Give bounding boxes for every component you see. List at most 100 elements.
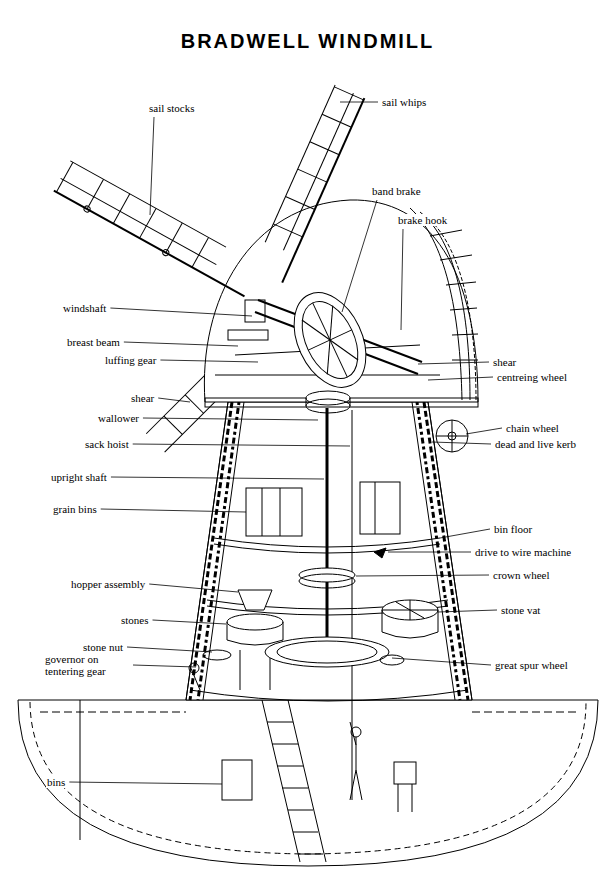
cap	[410, 208, 462, 400]
tower	[424, 402, 468, 700]
leader-line	[111, 477, 324, 479]
great-spur-wheel	[265, 637, 389, 667]
ground-floor	[298, 854, 323, 855]
part-label: bins	[46, 776, 66, 788]
title: BRADWELL WINDMILL	[0, 30, 615, 53]
leader-line	[133, 444, 350, 446]
sail-left	[56, 162, 72, 192]
great-spur-wheel	[277, 641, 377, 663]
lower-sail	[185, 395, 203, 413]
bin-floor	[246, 488, 302, 536]
cap	[452, 360, 478, 361]
great-spur-wheel	[189, 663, 199, 673]
leader-line	[342, 200, 377, 312]
bin-floor	[214, 482, 440, 558]
ground-floor	[80, 700, 81, 840]
basement	[18, 700, 598, 866]
basement	[472, 712, 580, 713]
leader-line	[69, 782, 222, 784]
leader-line	[160, 360, 258, 362]
cap	[204, 200, 478, 402]
stones	[227, 622, 283, 645]
wallower	[350, 398, 351, 406]
crown-wheel	[299, 568, 355, 582]
ground-floor	[412, 784, 413, 812]
sail-upper	[322, 114, 351, 127]
part-label: shear	[492, 356, 517, 368]
part-label: stone nut	[82, 641, 124, 653]
windshaft	[245, 300, 265, 322]
brake-wheel	[291, 293, 369, 388]
sail-upper	[253, 85, 364, 283]
leader-line	[466, 428, 502, 434]
sail-upper	[310, 142, 339, 155]
part-label: bin floor	[493, 523, 533, 535]
stone-vat	[396, 602, 424, 618]
sail-upper	[298, 169, 327, 182]
sail-upper	[265, 85, 335, 242]
sail-left	[166, 223, 182, 253]
ground-floor	[277, 766, 303, 767]
leader-line	[432, 442, 491, 444]
ground-floor	[262, 700, 300, 862]
leader-line	[127, 647, 212, 652]
sail-upper	[286, 196, 315, 209]
ground-floor	[356, 770, 362, 800]
basement	[30, 702, 586, 854]
sail-left	[61, 178, 217, 264]
cap	[452, 334, 478, 335]
ground-floor	[293, 832, 318, 833]
great-spur-wheel	[189, 637, 404, 690]
crown-wheel	[299, 568, 355, 588]
stones	[227, 614, 283, 630]
leader-line	[340, 102, 378, 103]
ground-floor	[267, 722, 293, 723]
sail-left	[113, 194, 129, 224]
bin-floor	[360, 482, 400, 534]
part-label: upright shaft	[50, 471, 108, 483]
part-label: crown wheel	[492, 569, 551, 581]
leader-line	[124, 342, 238, 346]
chain-wheel	[436, 420, 468, 452]
cap	[450, 308, 477, 310]
leader-line	[356, 575, 489, 576]
crown-wheel	[299, 574, 355, 588]
part-label: governor on tentering gear	[44, 653, 130, 677]
leader-line	[133, 665, 196, 667]
sail-left	[162, 249, 170, 257]
leader-line	[149, 584, 238, 592]
stone-vat	[382, 600, 438, 638]
tower	[186, 402, 472, 700]
leader-line	[110, 308, 252, 316]
leader-line	[440, 529, 490, 538]
sail-left	[87, 179, 103, 209]
sail-left	[52, 161, 261, 299]
part-label: brake hook	[397, 214, 448, 226]
part-label: shear	[130, 392, 155, 404]
leader-line	[101, 509, 246, 512]
sail-left	[192, 237, 208, 267]
cap	[430, 220, 476, 400]
leader-line	[150, 117, 154, 215]
lower-sail	[164, 416, 182, 434]
sail-left	[140, 208, 156, 238]
brake-wheel	[302, 306, 358, 375]
leader-line	[401, 229, 403, 330]
sail-upper	[273, 224, 302, 237]
sail-upper	[334, 87, 363, 100]
chain-wheel	[452, 420, 453, 452]
part-label: centreing wheel	[496, 371, 568, 383]
ground-floor	[288, 810, 313, 811]
cap	[204, 200, 478, 407]
ground-floor	[80, 690, 468, 862]
ground-floor	[350, 722, 356, 745]
tower	[186, 402, 472, 700]
part-label: great spur wheel	[494, 659, 569, 671]
bin-floor	[262, 488, 263, 536]
part-label: luffing gear	[104, 354, 157, 366]
leader-line	[392, 658, 491, 665]
part-label: band brake	[371, 185, 422, 197]
leader-line	[428, 377, 493, 380]
